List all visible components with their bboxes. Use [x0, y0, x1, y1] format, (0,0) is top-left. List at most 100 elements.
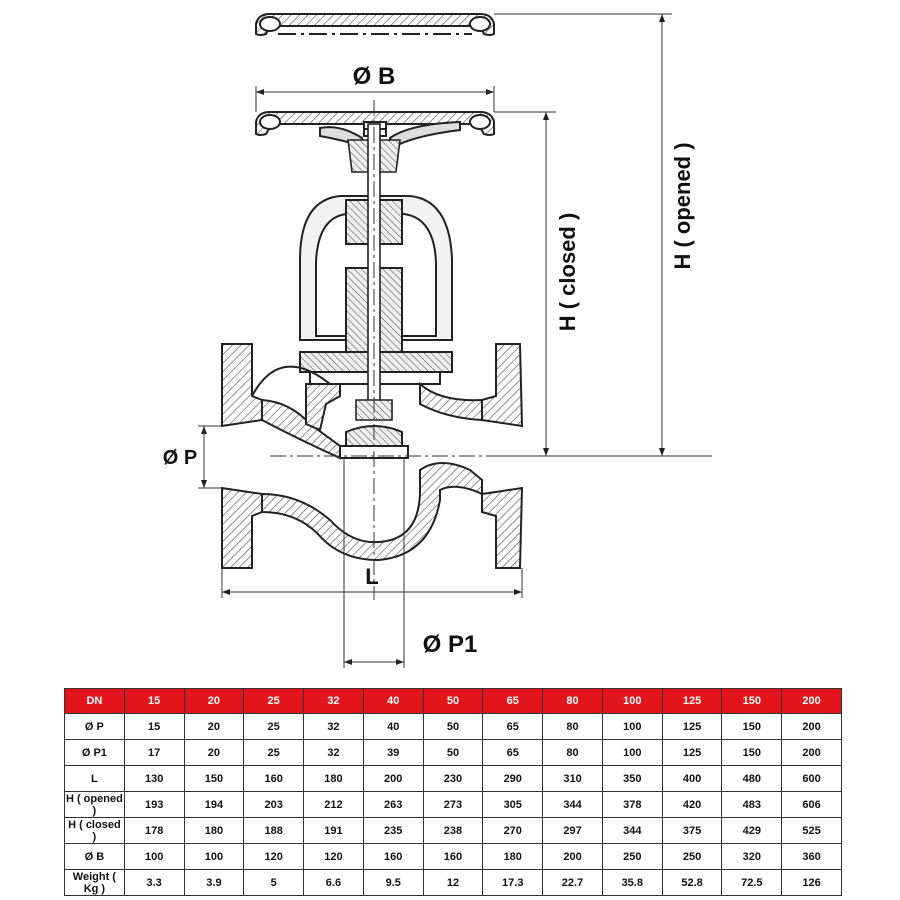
dimension-lines [198, 13, 712, 668]
table-cell: 320 [721, 843, 783, 870]
table-cell: 606 [781, 791, 842, 818]
table-cell: 40 [362, 713, 424, 740]
row-label: Ø P [64, 713, 125, 740]
table-cell: 420 [661, 791, 723, 818]
table-cell: 9.5 [362, 869, 424, 896]
row-label: Weight ( Kg ) [64, 869, 125, 896]
table-cell: 32 [303, 713, 364, 740]
table-cell: 200 [362, 765, 424, 792]
table-cell: 344 [601, 817, 663, 844]
table-cell: 180 [482, 843, 544, 870]
table-cell: 200 [542, 843, 603, 870]
table-cell: 400 [661, 765, 723, 792]
table-cell: 483 [721, 791, 783, 818]
table-cell: 344 [542, 791, 603, 818]
table-cell: 203 [243, 791, 305, 818]
table-cell: 125 [661, 739, 723, 766]
row-label: Ø B [64, 843, 125, 870]
table-cell: 25 [243, 713, 305, 740]
label-height-closed: H ( closed ) [555, 213, 580, 332]
table-cell: 160 [362, 843, 424, 870]
table-cell: 250 [601, 843, 663, 870]
table-cell: 178 [123, 817, 185, 844]
row-label: H ( closed ) [64, 817, 125, 844]
header-dn-100: 100 [601, 688, 663, 714]
table-cell: 80 [542, 713, 603, 740]
row-label: H ( opened ) [64, 791, 125, 818]
table-cell: 305 [482, 791, 544, 818]
valve-body [221, 343, 524, 569]
header-dn-20: 20 [183, 688, 245, 714]
table-cell: 150 [183, 765, 245, 792]
header-dn-32: 32 [303, 688, 364, 714]
table-cell: 72.5 [721, 869, 783, 896]
table-cell: 212 [303, 791, 364, 818]
label-diameter-b: Ø B [353, 63, 396, 90]
table-cell: 290 [482, 765, 544, 792]
header-dn-15: 15 [123, 688, 185, 714]
table-cell: 50 [422, 713, 484, 740]
table-cell: 126 [781, 869, 842, 896]
table-cell: 200 [781, 739, 842, 766]
table-cell: 20 [183, 713, 245, 740]
valve-cross-section-drawing: Ø B Ø P L Ø P1 H ( closed ) H ( opened ) [163, 13, 712, 668]
header-dn-125: 125 [661, 688, 723, 714]
table-cell: 130 [123, 765, 185, 792]
table-cell: 65 [482, 739, 544, 766]
label-diameter-p: Ø P [163, 447, 197, 469]
table-cell: 297 [542, 817, 603, 844]
table-cell: 238 [422, 817, 484, 844]
table-cell: 100 [601, 739, 663, 766]
table-cell: 100 [183, 843, 245, 870]
table-cell: 39 [362, 739, 424, 766]
table-cell: 160 [243, 765, 305, 792]
label-length: L [365, 564, 378, 589]
label-diameter-p1: Ø P1 [423, 631, 478, 658]
table-cell: 429 [721, 817, 783, 844]
table-cell: 188 [243, 817, 305, 844]
table-cell: 100 [123, 843, 185, 870]
table-cell: 180 [183, 817, 245, 844]
table-cell: 100 [601, 713, 663, 740]
table-cell: 3.3 [123, 869, 185, 896]
table-cell: 20 [183, 739, 245, 766]
table-cell: 378 [601, 791, 663, 818]
table-cell: 65 [482, 713, 544, 740]
table-cell: 52.8 [661, 869, 723, 896]
row-label: L [64, 765, 125, 792]
header-dn-80: 80 [542, 688, 603, 714]
table-cell: 15 [123, 713, 185, 740]
table-cell: 80 [542, 739, 603, 766]
table-cell: 35.8 [601, 869, 663, 896]
table-cell: 120 [303, 843, 364, 870]
handwheel-opened [255, 13, 495, 36]
table-cell: 235 [362, 817, 424, 844]
table-cell: 480 [721, 765, 783, 792]
header-dn-200: 200 [781, 688, 842, 714]
table-cell: 600 [781, 765, 842, 792]
table-cell: 360 [781, 843, 842, 870]
table-cell: 191 [303, 817, 364, 844]
table-cell: 25 [243, 739, 305, 766]
table-cell: 193 [123, 791, 185, 818]
table-cell: 150 [721, 739, 783, 766]
table-cell: 375 [661, 817, 723, 844]
table-cell: 17 [123, 739, 185, 766]
table-cell: 200 [781, 713, 842, 740]
header-dn-50: 50 [422, 688, 484, 714]
label-height-opened: H ( opened ) [670, 142, 695, 269]
table-cell: 273 [422, 791, 484, 818]
table-cell: 350 [601, 765, 663, 792]
dimension-arrows [201, 14, 665, 665]
table-cell: 125 [661, 713, 723, 740]
header-dn-65: 65 [482, 688, 544, 714]
header-dn-150: 150 [721, 688, 783, 714]
table-cell: 270 [482, 817, 544, 844]
